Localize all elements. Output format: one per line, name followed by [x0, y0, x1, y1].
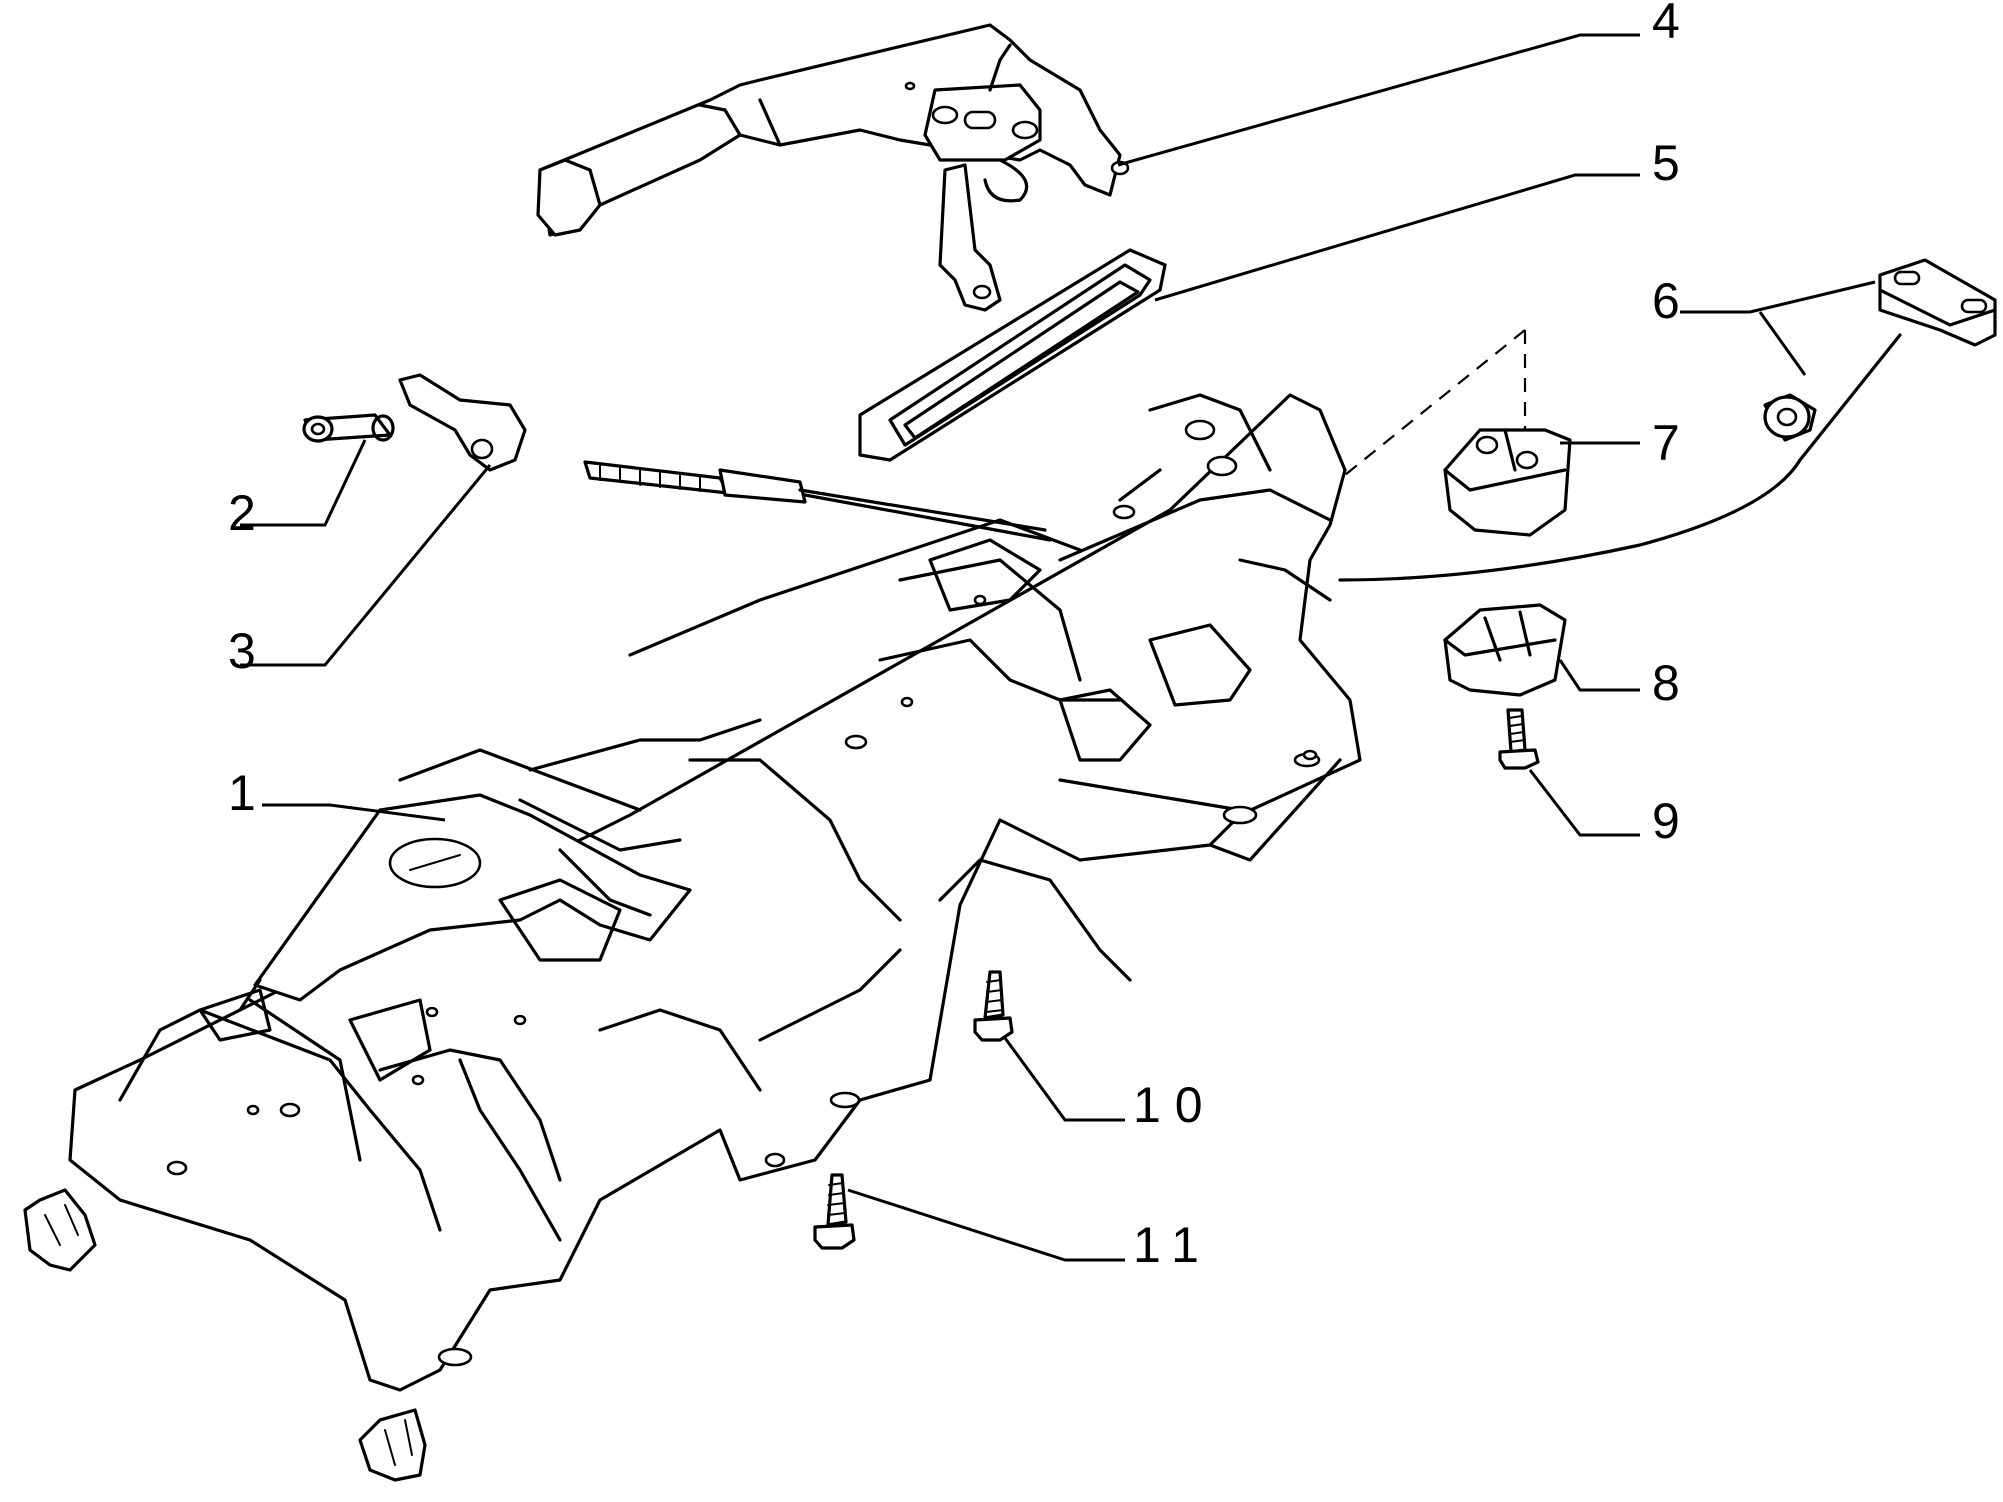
retaining-clip [1443, 603, 1567, 697]
callout-1: 1 [228, 765, 256, 821]
callout-8: 8 [1652, 655, 1680, 711]
cable-with-fitting [1338, 258, 1997, 582]
callout-6: 6 [1652, 273, 1680, 329]
spacer-bush [302, 413, 395, 443]
callout-7: 7 [1652, 415, 1680, 471]
lever-gaiter [858, 248, 1167, 462]
callout-2: 2 [228, 485, 256, 541]
screw-10 [973, 970, 1014, 1042]
callout-11: 11 [1133, 1217, 1213, 1273]
bolt-small [1498, 708, 1540, 770]
callout-9: 9 [1652, 793, 1680, 849]
floor-tunnel-panel [23, 393, 1362, 1482]
brake-cable-rod [583, 460, 1052, 542]
callout-5: 5 [1652, 135, 1680, 191]
callout-numbers: 1 2 3 4 5 6 7 8 9 10 11 [228, 0, 1680, 1273]
screw-11 [813, 1173, 856, 1250]
cable-mounting-block [1344, 329, 1572, 537]
leader-lines [240, 33, 1876, 1262]
handbrake-lever [536, 23, 1130, 312]
cable-bracket-clip [398, 373, 527, 472]
callout-4: 4 [1652, 0, 1680, 49]
callout-10: 10 [1133, 1077, 1217, 1133]
callout-3: 3 [228, 623, 256, 679]
